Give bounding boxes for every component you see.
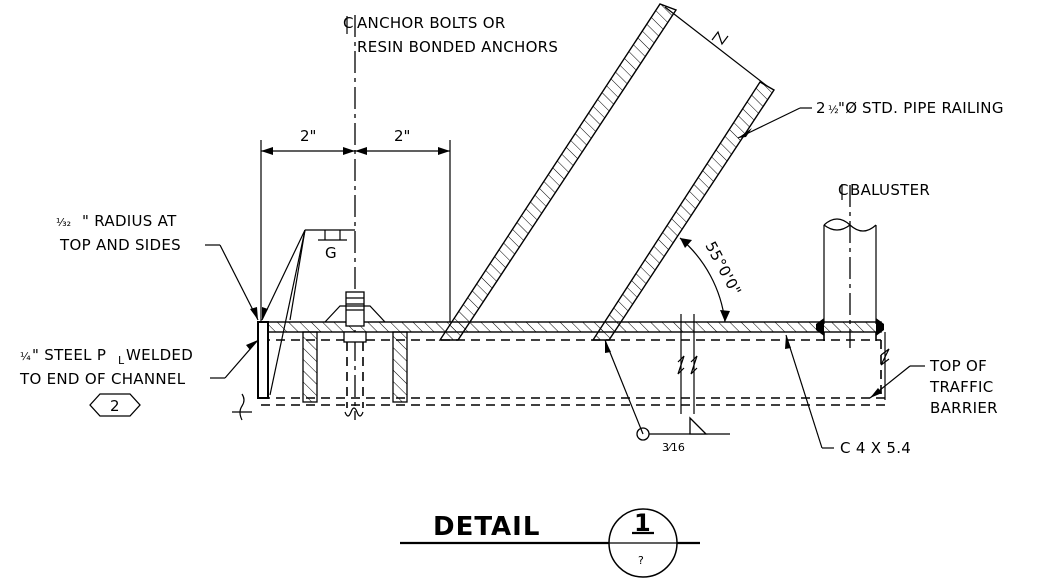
pipe-railing-frac: ½ (828, 103, 839, 116)
radius-frac: ⅟₃₂ (56, 216, 71, 229)
plate-line1-end: WELDED (126, 346, 193, 364)
plate-leader (210, 339, 259, 379)
barrier-label-2: TRAFFIC (929, 378, 994, 396)
break-lines (232, 314, 890, 421)
pipe-railing-size: 2 (816, 99, 826, 117)
plate-line1: " STEEL P (32, 346, 106, 364)
plate-line2: TO END OF CHANNEL (19, 370, 186, 388)
hex-tag-label: 2 (110, 397, 120, 415)
barrier-leader (869, 365, 925, 399)
angle-label: 55°0'0" (701, 238, 744, 298)
pipe-railing-dia: "Ø (838, 99, 857, 117)
anchor-label-line1: ANCHOR BOLTS OR (357, 14, 506, 32)
baluster-label: BALUSTER (850, 181, 930, 199)
steel-end-plate (257, 321, 269, 399)
channel-label: C 4 X 5.4 (840, 439, 911, 457)
anchor-centerline: C (343, 14, 356, 420)
hex-tag (89, 393, 141, 417)
pipe-railing-label: STD. PIPE RAILING (862, 99, 1004, 117)
dim-right-label: 2" (394, 127, 410, 145)
channel-leader (785, 334, 834, 449)
weld-size-label: 3⁄16 (662, 441, 685, 454)
pipe-railing (438, 3, 775, 341)
weld-symbol-g (261, 229, 355, 396)
anchor-bolt (324, 291, 386, 417)
svg-text:C: C (838, 181, 849, 199)
radius-line2: TOP AND SIDES (59, 236, 181, 254)
detail-number: 1 (634, 509, 651, 537)
radius-line1: " RADIUS AT (82, 212, 177, 230)
barrier-label-1: TOP OF (929, 357, 987, 375)
baluster (816, 184, 884, 348)
anchor-label-line2: RESIN BONDED ANCHORS (357, 38, 558, 56)
dim-left-label: 2" (300, 127, 316, 145)
detail-sheet-ref: ? (638, 554, 644, 567)
svg-text:C: C (343, 14, 354, 32)
detail-title: DETAIL (433, 512, 540, 542)
angle-dimension (679, 237, 730, 323)
pipe-railing-leader (737, 107, 812, 139)
weld-g-label: G (325, 244, 337, 262)
barrier-label-3: BARRIER (930, 399, 998, 417)
channel-bottom (261, 340, 885, 406)
plate-line1-sub: L (118, 354, 125, 367)
channel-webs (302, 331, 408, 403)
fillet-weld-symbol (604, 339, 730, 441)
radius-leader (205, 244, 259, 321)
title-block (400, 508, 700, 578)
plate-frac: ¼ (20, 350, 31, 363)
dimension-group (260, 140, 451, 322)
